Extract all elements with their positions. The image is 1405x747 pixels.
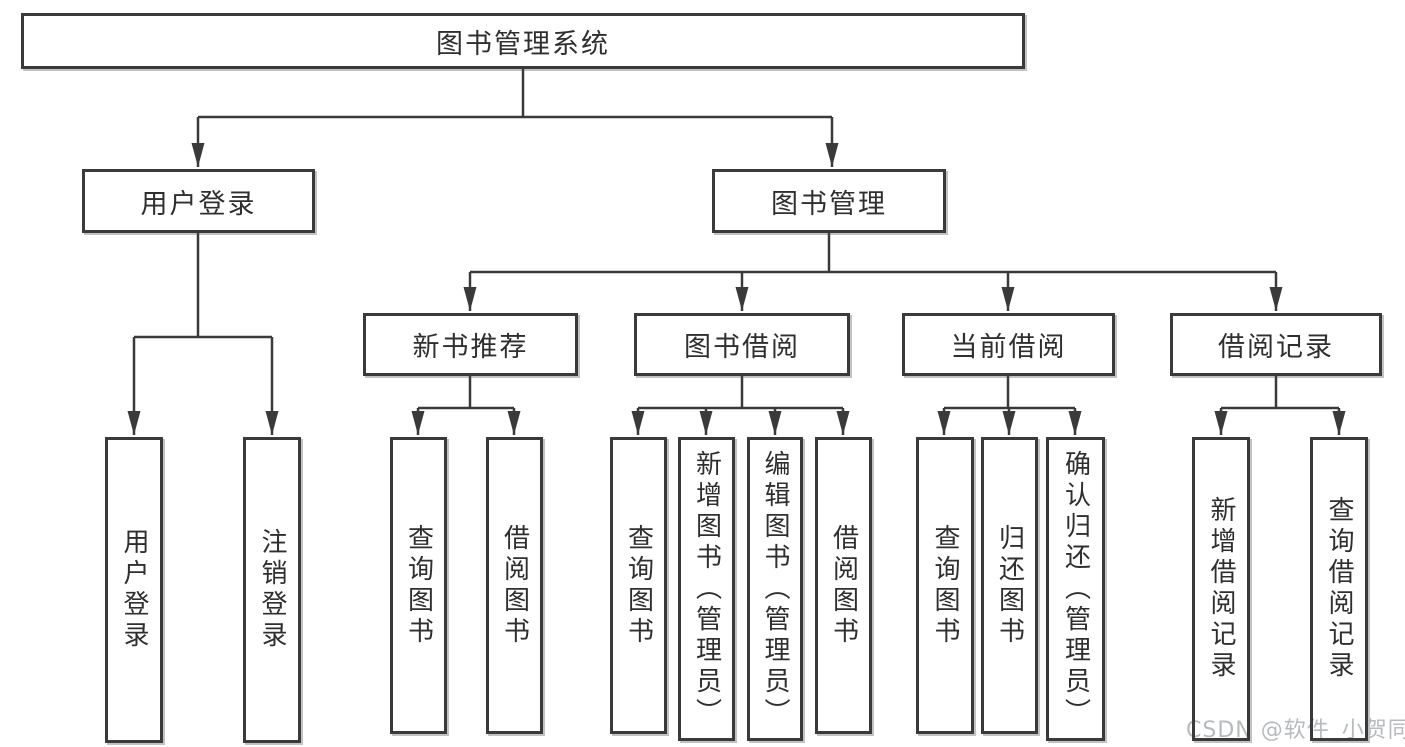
node-user-login: 用户登录 <box>82 169 315 233</box>
node-book-management: 图书管理 <box>712 169 946 233</box>
node-label: 借阅图书 <box>828 523 859 648</box>
node-logout-action: 注销登录 <box>243 437 301 743</box>
node-current-borrow: 当前借阅 <box>902 313 1115 376</box>
node-label: 查询图书 <box>403 523 434 648</box>
node-label: 查询图书 <box>930 523 960 648</box>
node-label: 归还图书 <box>994 523 1025 648</box>
node-label: 查询图书 <box>623 523 654 648</box>
node-return-book: 归还图书 <box>981 437 1038 734</box>
node-borrow-books-borrow: 借阅图书 <box>815 437 872 734</box>
node-add-borrow-record: 新增借阅记录 <box>1192 437 1250 741</box>
node-label: 查询借阅记录 <box>1324 496 1354 682</box>
node-borrow-books-recommend: 借阅图书 <box>486 437 543 734</box>
node-label: 借阅图书 <box>499 523 530 648</box>
node-label: 确认归还（管理员） <box>1060 449 1091 729</box>
node-edit-book-admin: 编辑图书（管理员） <box>747 437 803 741</box>
node-library-system: 图书管理系统 <box>21 13 1025 69</box>
node-query-books-current: 查询图书 <box>916 437 974 734</box>
node-book-borrow: 图书借阅 <box>634 313 850 376</box>
node-add-book-admin: 新增图书（管理员） <box>678 437 735 741</box>
node-label: 注销登录 <box>257 528 287 652</box>
node-confirm-return-admin: 确认归还（管理员） <box>1046 437 1105 741</box>
node-label: 用户登录 <box>119 528 149 652</box>
node-user-login-action: 用户登录 <box>105 437 163 743</box>
node-query-books-borrow: 查询图书 <box>610 437 667 734</box>
node-query-books-recommend: 查询图书 <box>390 437 447 734</box>
csdn-watermark: CSDN @软件_小贺同学 <box>1186 718 1405 743</box>
node-new-book-recommend: 新书推荐 <box>363 313 578 376</box>
node-label: 新增图书（管理员） <box>691 449 722 729</box>
node-label: 新增借阅记录 <box>1206 496 1236 682</box>
node-query-borrow-record: 查询借阅记录 <box>1310 437 1368 741</box>
node-borrow-records: 借阅记录 <box>1170 313 1382 376</box>
node-label: 编辑图书（管理员） <box>760 449 790 729</box>
